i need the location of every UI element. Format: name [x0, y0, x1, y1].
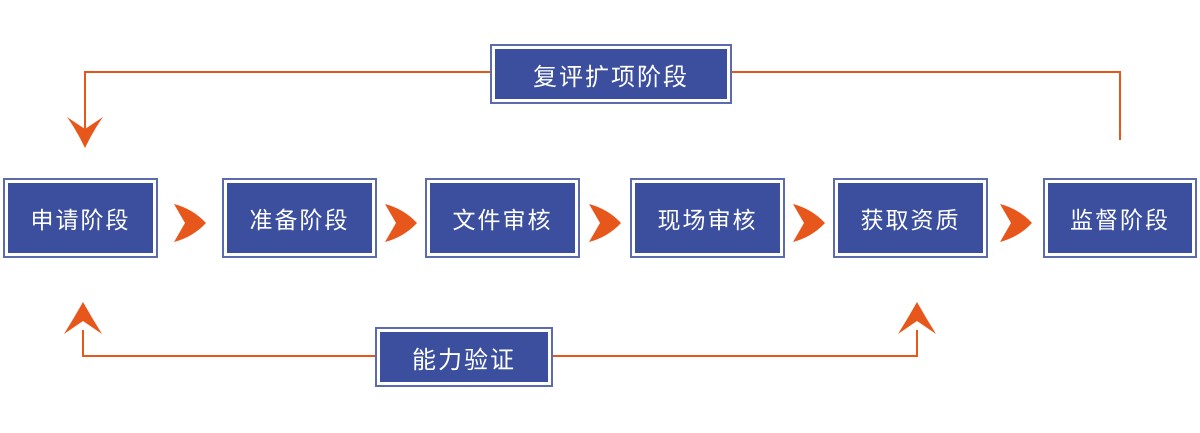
chevron-right-icon	[1000, 204, 1032, 242]
stage-box-preparation: 准备阶段	[222, 178, 377, 258]
stage-box-reassessment-expansion: 复评扩项阶段	[490, 44, 732, 104]
chevron-right-icon	[385, 204, 417, 242]
stage-box-onsite-review: 现场审核	[630, 178, 785, 258]
chevron-right-icon	[793, 204, 825, 242]
arrow-up-icon	[898, 302, 936, 334]
stage-box-document-review: 文件审核	[425, 178, 580, 258]
stage-label: 申请阶段	[8, 183, 153, 253]
chevron-right-icon	[174, 204, 206, 242]
stage-label: 文件审核	[430, 183, 575, 253]
stage-label: 获取资质	[838, 183, 983, 253]
stage-label: 能力验证	[380, 332, 548, 382]
arrow-down-icon	[67, 117, 103, 148]
stage-box-proficiency-testing: 能力验证	[375, 327, 553, 387]
stage-box-supervision: 监督阶段	[1043, 178, 1197, 258]
stage-box-obtain-qualification: 获取资质	[833, 178, 988, 258]
chevron-right-icon	[589, 204, 621, 242]
stage-label: 准备阶段	[227, 183, 372, 253]
stage-label: 复评扩项阶段	[495, 49, 727, 99]
stage-label: 现场审核	[635, 183, 780, 253]
stage-label: 监督阶段	[1048, 183, 1192, 253]
arrow-up-icon	[64, 302, 102, 334]
stage-box-application: 申请阶段	[3, 178, 158, 258]
stage-chevrons	[174, 204, 1032, 242]
